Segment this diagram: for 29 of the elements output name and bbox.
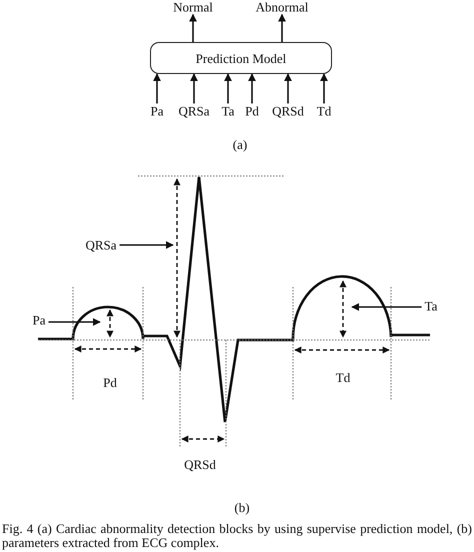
- input-label: QRSd: [272, 104, 304, 118]
- parameter-label: Pd: [103, 375, 117, 391]
- leader-line: [48, 318, 101, 326]
- input-label: Pd: [245, 104, 259, 118]
- figure-caption: Fig. 4 (a) Cardiac abnormality detection blocks by using supervise prediction model, (b) parameters extracted from ECG complex.: [2, 522, 472, 550]
- output-label: Normal: [173, 0, 213, 14]
- arrow: [284, 73, 292, 104]
- leader-line: [351, 303, 422, 311]
- leader-line: [120, 241, 174, 249]
- parameter-label: Pa: [32, 312, 46, 328]
- output-label: Abnormal: [256, 0, 308, 14]
- panel-label: (a): [232, 137, 248, 153]
- arrow: [153, 73, 161, 104]
- arrow: [224, 73, 232, 104]
- parameter-label: Td: [336, 370, 350, 386]
- input-label: QRSa: [178, 104, 210, 118]
- process-box: Prediction Model: [150, 42, 332, 74]
- arrow: [278, 14, 286, 42]
- arrow: [248, 73, 256, 104]
- panel-label: (b): [234, 500, 250, 516]
- arrow: [190, 73, 198, 104]
- input-label: Ta: [222, 104, 234, 118]
- arrow: [189, 14, 197, 42]
- input-label: Pa: [150, 104, 164, 118]
- parameter-label: QRSa: [85, 238, 117, 252]
- arrow: [320, 73, 328, 104]
- parameter-label: Ta: [424, 298, 438, 314]
- parameter-label: QRSd: [184, 457, 216, 473]
- input-label: Td: [316, 104, 332, 118]
